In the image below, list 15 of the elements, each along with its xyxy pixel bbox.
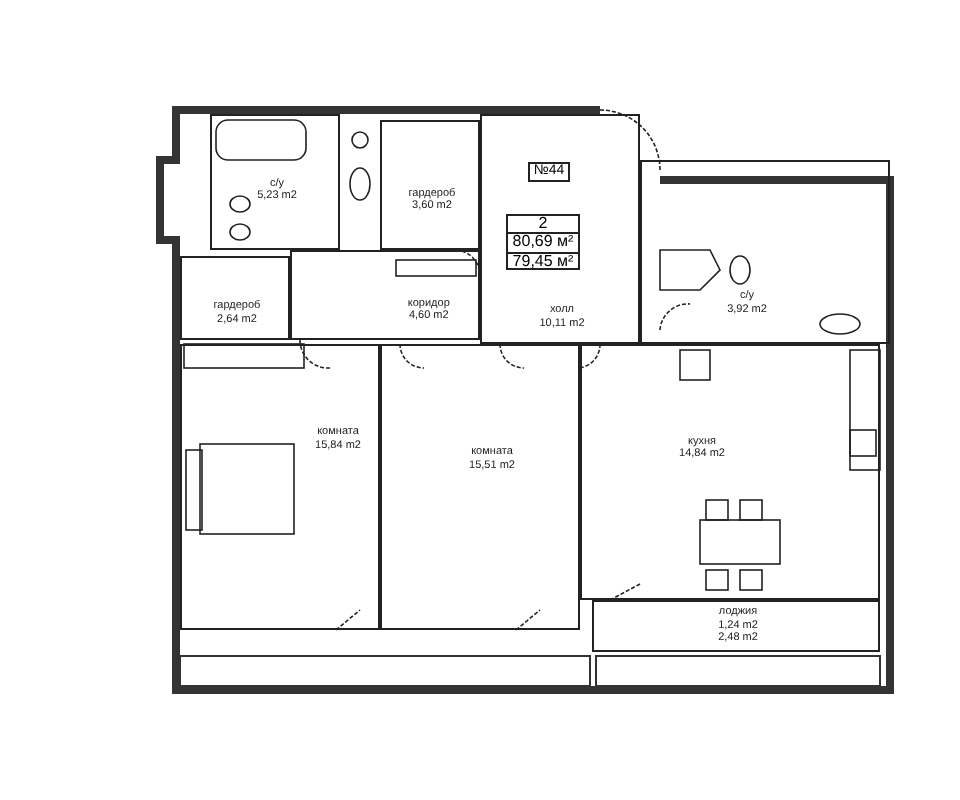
room-outline bbox=[640, 160, 890, 344]
room-outline bbox=[592, 600, 880, 652]
room-count: 2 bbox=[508, 216, 578, 235]
room-outline bbox=[210, 114, 340, 250]
apartment-number-tag bbox=[528, 162, 570, 182]
room-outline bbox=[290, 250, 480, 340]
room-outline bbox=[180, 344, 380, 630]
room-outline bbox=[380, 344, 580, 630]
room-outline bbox=[180, 256, 290, 340]
room-outline bbox=[580, 344, 880, 600]
room-outline bbox=[480, 114, 640, 344]
total-area: 79,45 м² bbox=[508, 253, 578, 270]
area-info-box bbox=[506, 214, 580, 270]
room-outline bbox=[380, 120, 480, 250]
total-area: 80,69 м² bbox=[508, 234, 578, 254]
